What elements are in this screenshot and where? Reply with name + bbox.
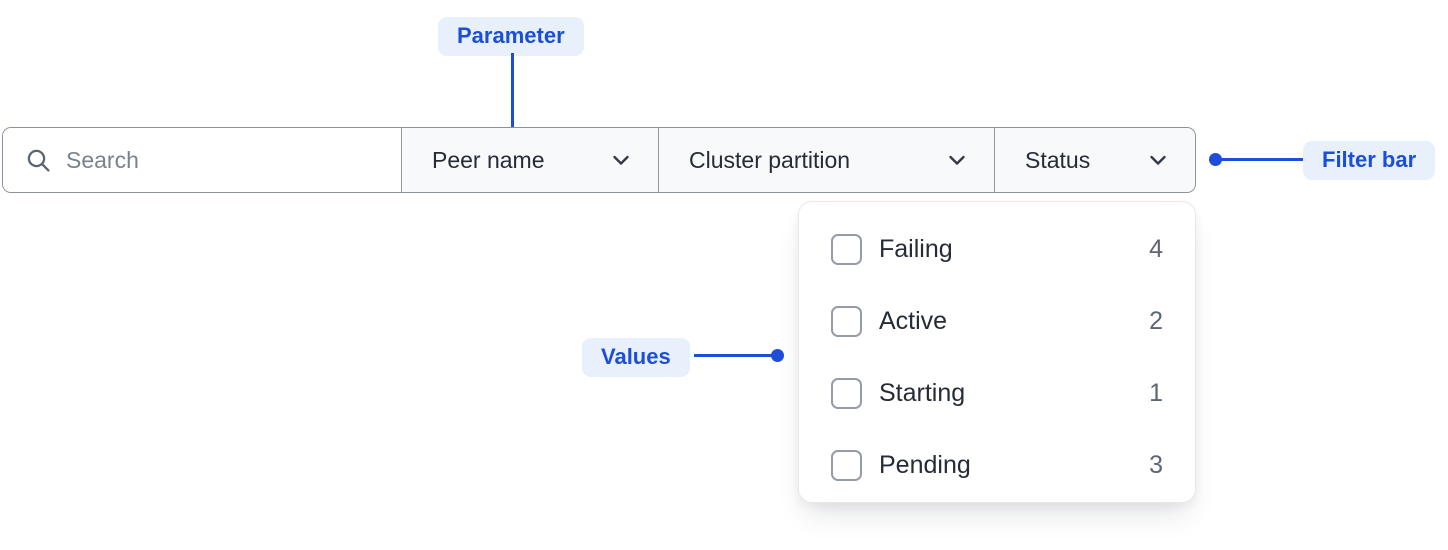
- status-option-row[interactable]: Active 2: [799, 285, 1195, 357]
- annotation-filter-bar-label: Filter bar: [1303, 141, 1436, 180]
- status-option-count: 3: [1149, 450, 1163, 479]
- checkbox[interactable]: [831, 233, 862, 265]
- status-option-label: Failing: [879, 234, 953, 263]
- status-option-label: Pending: [879, 450, 971, 479]
- chevron-down-icon: [1150, 155, 1166, 165]
- annotation-parameter-connector-line: [511, 53, 514, 137]
- checkbox[interactable]: [831, 449, 862, 481]
- search-box[interactable]: [3, 128, 401, 192]
- checkbox[interactable]: [831, 305, 862, 337]
- status-option-row[interactable]: Pending 3: [799, 429, 1195, 501]
- status-option-label: Active: [879, 306, 948, 335]
- filter-dropdown-status[interactable]: Status: [994, 128, 1195, 192]
- chevron-down-icon: [949, 155, 965, 165]
- status-option-count: 4: [1149, 234, 1163, 263]
- filter-dropdown-cluster-partition-label: Cluster partition: [689, 146, 851, 173]
- checkbox[interactable]: [831, 377, 862, 409]
- annotation-parameter-label: Parameter: [438, 17, 584, 56]
- status-dropdown-panel: Failing 4 Active 2 Starting 1 Pending 3: [798, 201, 1196, 503]
- annotation-values-label: Values: [582, 338, 690, 377]
- annotation-filter-bar-dot: [1209, 153, 1222, 166]
- status-option-row[interactable]: Failing 4: [799, 213, 1195, 285]
- annotation-values-dot: [771, 349, 784, 362]
- filter-dropdown-status-label: Status: [1025, 146, 1091, 173]
- filter-dropdown-peer-name[interactable]: Peer name: [401, 128, 658, 192]
- status-option-count: 1: [1149, 378, 1163, 407]
- filter-dropdown-cluster-partition[interactable]: Cluster partition: [658, 128, 994, 192]
- annotation-filter-bar-connector-line: [1218, 158, 1303, 161]
- status-option-label: Starting: [879, 378, 966, 407]
- status-option-count: 2: [1149, 306, 1163, 335]
- search-input[interactable]: [66, 146, 385, 174]
- annotation-values-connector-line: [694, 354, 774, 357]
- filter-bar: Peer name Cluster partition Status: [2, 127, 1196, 193]
- filter-dropdown-peer-name-label: Peer name: [432, 146, 545, 173]
- status-option-row[interactable]: Starting 1: [799, 357, 1195, 429]
- search-icon: [27, 149, 50, 172]
- chevron-down-icon: [613, 155, 629, 165]
